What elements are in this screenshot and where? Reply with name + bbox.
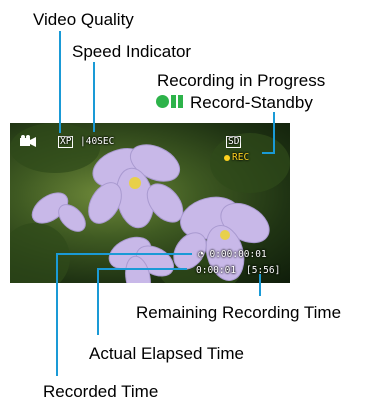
standby-icon: [156, 95, 183, 108]
recorded-time-label: Recorded Time: [43, 382, 159, 401]
timelapse-icon: |: [80, 136, 86, 147]
remaining-time-value: [5:56]: [246, 265, 281, 276]
record-standby-label: Record-Standby: [190, 93, 313, 112]
elapsed-time-value: 0:00:01: [196, 265, 237, 276]
camera-preview: XP |40SEC SD REC ◔ 0:00:00:01 0:00:01 [5…: [10, 123, 290, 283]
actual-elapsed-time-label: Actual Elapsed Time: [89, 344, 244, 363]
video-quality-label: Video Quality: [33, 10, 134, 29]
video-camera-icon: [20, 135, 36, 150]
rec-indicator: REC: [224, 152, 249, 163]
speed-value: |40SEC: [80, 136, 115, 147]
timer-icon: ◔: [198, 249, 204, 260]
recorded-time-value: ◔ 0:00:00:01: [198, 249, 267, 260]
remaining-recording-time-label: Remaining Recording Time: [136, 303, 342, 322]
recording-in-progress-label: Recording in Progress: [157, 71, 326, 90]
sd-card-icon: SD: [226, 136, 242, 148]
video-quality-value: XP: [58, 136, 74, 148]
speed-indicator-label: Speed Indicator: [72, 42, 192, 61]
